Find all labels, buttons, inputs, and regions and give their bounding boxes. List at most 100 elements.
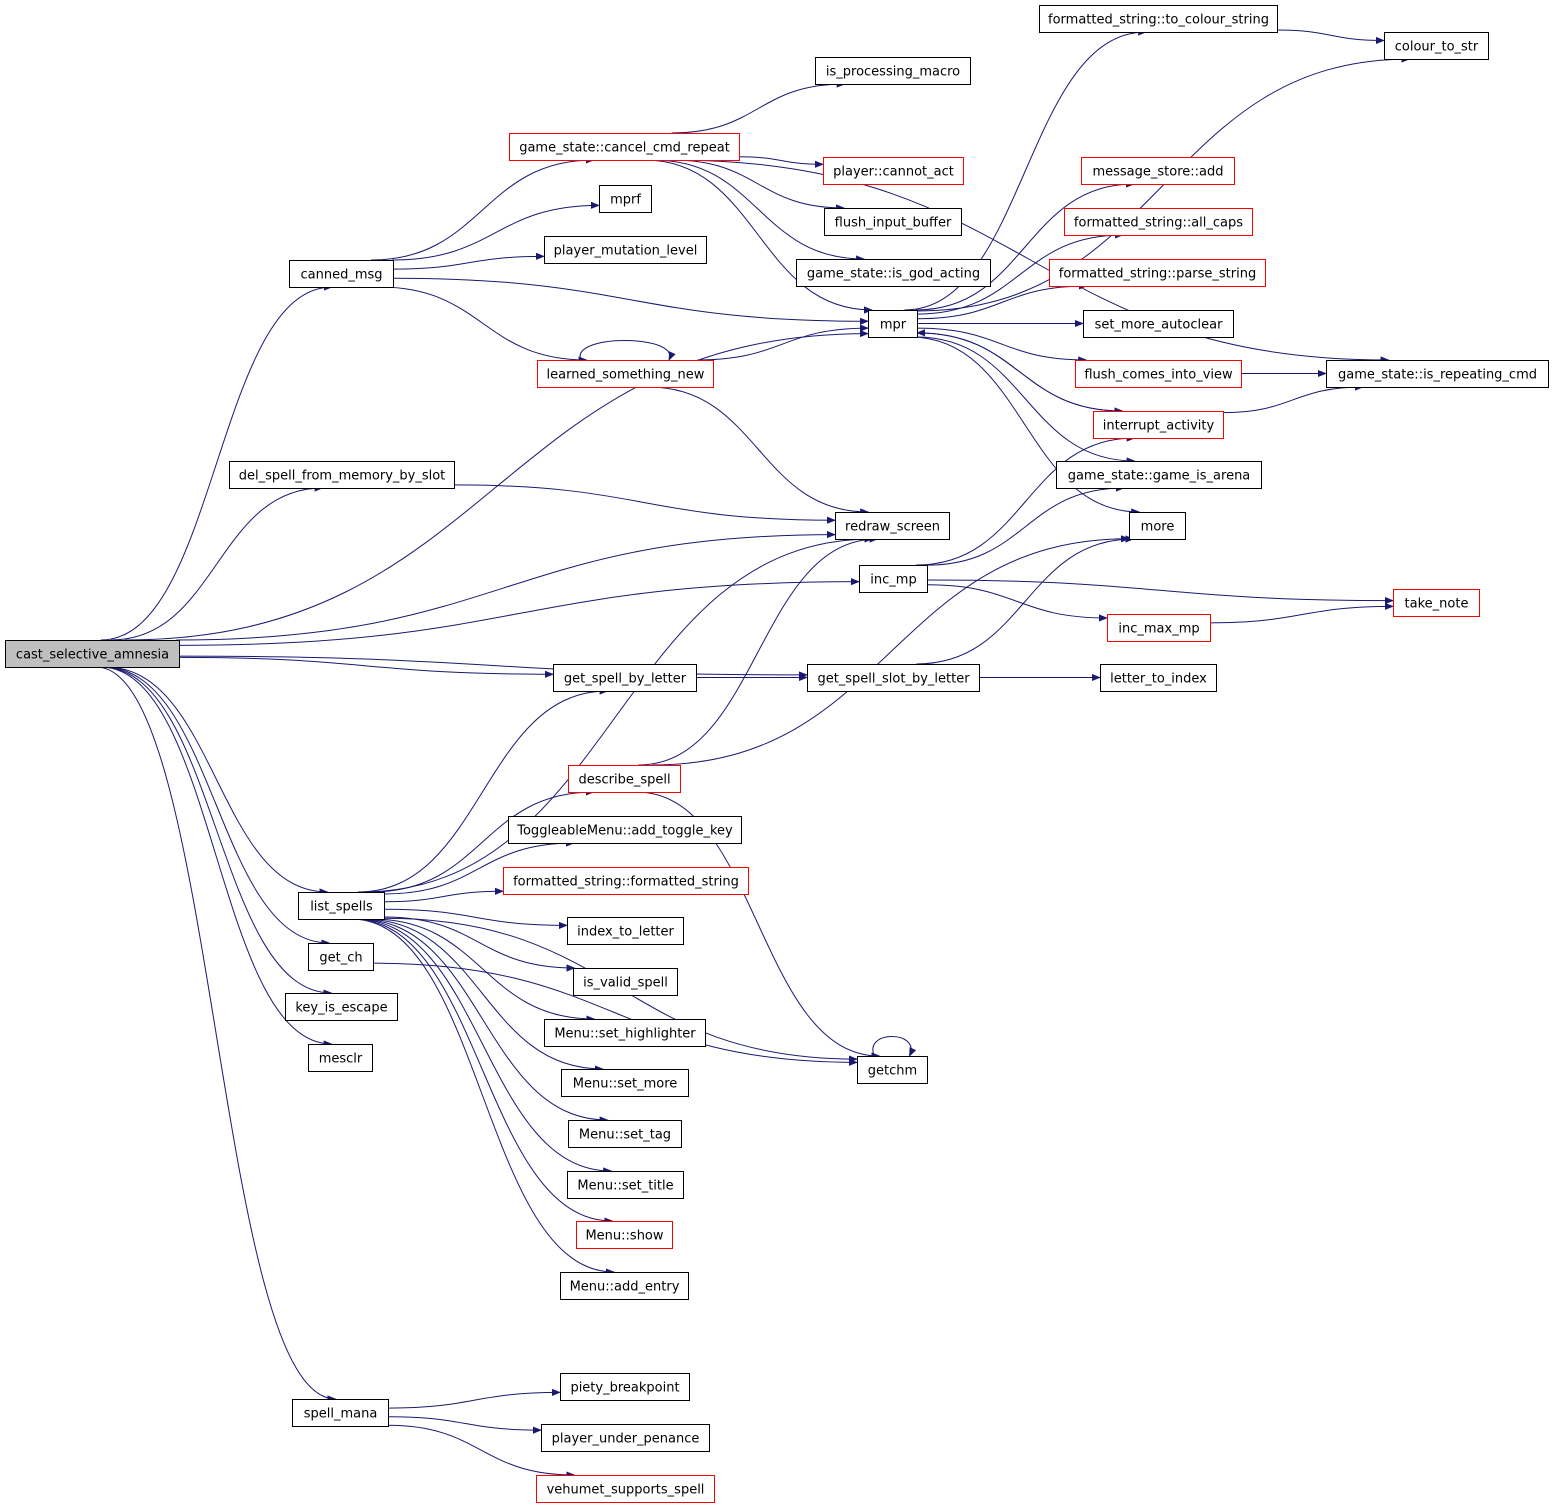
node-box: [1100, 664, 1217, 692]
node-box: [553, 664, 697, 692]
node-box: [1056, 461, 1262, 489]
edge-inc-mp-to-take-note: [926, 579, 1394, 605]
node-menu-add-entry[interactable]: Menu::add_entry: [560, 1272, 689, 1300]
node-get-spell-by-letter[interactable]: get_spell_by_letter: [553, 664, 697, 692]
node-get-spell-slot-by-letter[interactable]: get_spell_slot_by_letter: [807, 664, 980, 692]
node-message-store-add[interactable]: message_store::add: [1081, 157, 1235, 185]
node-learned-something-new[interactable]: learned_something_new: [537, 360, 714, 388]
edge-list-spells-to-menu-set-title: [354, 918, 613, 1175]
edge-learned-something-new-to-learned-something-new: [579, 340, 676, 361]
node-box: [308, 1044, 373, 1072]
node-flush-input-buffer[interactable]: flush_input_buffer: [824, 208, 962, 236]
edge-list-spells-to-menu-show: [352, 918, 614, 1225]
node-box: [868, 310, 918, 338]
node-box: [229, 461, 455, 489]
node-label: inc_max_mp: [1118, 622, 1199, 637]
node-is-valid-spell[interactable]: is_valid_spell: [573, 968, 678, 996]
edge-cast-selective-amnesia-to-mpr: [124, 330, 869, 641]
node-player-under-penance[interactable]: player_under_penance: [541, 1424, 710, 1452]
edge-canned-msg-to-game-state-cancel-cmd-repeat: [371, 156, 595, 261]
node-inc-mp[interactable]: inc_mp: [859, 565, 928, 593]
node-game-state-cancel-cmd-repeat[interactable]: game_state::cancel_cmd_repeat: [509, 133, 740, 161]
node-key-is-escape[interactable]: key_is_escape: [285, 993, 398, 1021]
edge-describe-spell-to-redraw-screen: [638, 535, 879, 766]
node-menu-set-tag[interactable]: Menu::set_tag: [568, 1120, 682, 1148]
node-del-spell-from-memory-by-slot[interactable]: del_spell_from_memory_by_slot: [229, 461, 455, 489]
node-label: get_ch: [319, 951, 362, 966]
node-set-more-autoclear[interactable]: set_more_autoclear: [1083, 310, 1234, 338]
node-is-processing-macro[interactable]: is_processing_macro: [815, 57, 971, 85]
node-box: [308, 943, 374, 971]
edge-inc-mp-to-inc-max-mp: [926, 584, 1108, 622]
edge-describe-spell-to-more: [652, 535, 1130, 766]
node-box: [541, 1424, 710, 1452]
node-box: [544, 236, 707, 264]
node-menu-set-highlighter[interactable]: Menu::set_highlighter: [544, 1019, 706, 1047]
node-game-state-game-is-arena[interactable]: game_state::game_is_arena: [1056, 461, 1262, 489]
node-list-spells[interactable]: list_spells: [298, 892, 385, 920]
node-box: [859, 565, 928, 593]
edge-mpr-to-formatted-string-parse-string: [916, 282, 1088, 320]
node-label: Menu::add_entry: [570, 1280, 680, 1295]
edge-cast-selective-amnesia-to-spell-mana: [96, 666, 337, 1403]
edge-describe-spell-to-getchm: [636, 791, 881, 1060]
node-game-state-is-repeating-cmd[interactable]: game_state::is_repeating_cmd: [1326, 360, 1549, 388]
node-box: [567, 917, 684, 945]
edge-getchm-to-getchm: [872, 1036, 917, 1057]
edge-mpr-to-game-state-game-is-arena: [916, 336, 1136, 465]
node-label: Menu::set_title: [577, 1179, 673, 1194]
node-label: inc_mp: [870, 573, 916, 588]
node-cast-selective-amnesia[interactable]: cast_selective_amnesia: [5, 640, 180, 668]
edge-canned-msg-to-player-mutation-level: [392, 252, 545, 270]
node-label: Menu::set_highlighter: [554, 1027, 696, 1042]
node-box: [1075, 360, 1242, 388]
node-menu-set-title[interactable]: Menu::set_title: [567, 1171, 684, 1199]
node-formatted-string-parse-string[interactable]: formatted_string::parse_string: [1049, 259, 1266, 287]
node-box: [1384, 32, 1489, 60]
node-box: [568, 765, 681, 793]
node-box: [576, 1221, 673, 1249]
node-label: flush_input_buffer: [835, 216, 952, 231]
node-toggleablemenu-add-toggle-key[interactable]: ToggleableMenu::add_toggle_key: [508, 816, 742, 844]
node-index-to-letter[interactable]: index_to_letter: [567, 917, 684, 945]
node-piety-breakpoint[interactable]: piety_breakpoint: [560, 1373, 690, 1401]
node-letter-to-index[interactable]: letter_to_index: [1100, 664, 1217, 692]
node-spell-mana[interactable]: spell_mana: [292, 1399, 389, 1427]
node-menu-show[interactable]: Menu::show: [576, 1221, 673, 1249]
node-take-note[interactable]: take_note: [1393, 589, 1480, 617]
node-player-mutation-level[interactable]: player_mutation_level: [544, 236, 707, 264]
node-formatted-string-formatted-string[interactable]: formatted_string::formatted_string: [503, 867, 749, 895]
node-interrupt-activity[interactable]: interrupt_activity: [1093, 411, 1224, 439]
node-label: game_state::is_god_acting: [807, 267, 980, 282]
node-label: player::cannot_act: [833, 165, 954, 180]
node-canned-msg[interactable]: canned_msg: [289, 260, 394, 288]
node-label: take_note: [1405, 597, 1469, 612]
node-vehumet-supports-spell[interactable]: vehumet_supports_spell: [536, 1475, 715, 1503]
node-player-cannot-act[interactable]: player::cannot_act: [823, 157, 964, 185]
node-formatted-string-to-colour-string[interactable]: formatted_string::to_colour_string: [1039, 5, 1278, 33]
node-describe-spell[interactable]: describe_spell: [568, 765, 681, 793]
node-getchm[interactable]: getchm: [857, 1056, 928, 1084]
node-redraw-screen[interactable]: redraw_screen: [835, 512, 950, 540]
node-formatted-string-all-caps[interactable]: formatted_string::all_caps: [1064, 208, 1253, 236]
node-mesclr[interactable]: mesclr: [308, 1044, 373, 1072]
node-game-state-is-god-acting[interactable]: game_state::is_god_acting: [796, 259, 991, 287]
edge-cast-selective-amnesia-to-canned-msg: [100, 283, 334, 641]
node-more[interactable]: more: [1129, 512, 1186, 540]
node-box: [1049, 259, 1266, 287]
node-get-ch[interactable]: get_ch: [308, 943, 374, 971]
node-menu-set-more[interactable]: Menu::set_more: [561, 1069, 689, 1097]
node-inc-max-mp[interactable]: inc_max_mp: [1107, 614, 1211, 642]
node-label: colour_to_str: [1395, 40, 1479, 55]
node-label: del_spell_from_memory_by_slot: [239, 469, 446, 484]
node-mpr[interactable]: mpr: [868, 310, 918, 338]
node-colour-to-str[interactable]: colour_to_str: [1384, 32, 1489, 60]
node-box: [298, 892, 385, 920]
node-label: cast_selective_amnesia: [16, 648, 169, 663]
edge-list-spells-to-index-to-letter: [383, 908, 568, 929]
node-box: [796, 259, 991, 287]
node-box: [292, 1399, 389, 1427]
node-mprf[interactable]: mprf: [599, 185, 652, 213]
node-flush-comes-into-view[interactable]: flush_comes_into_view: [1075, 360, 1242, 388]
node-label: message_store::add: [1092, 165, 1223, 180]
